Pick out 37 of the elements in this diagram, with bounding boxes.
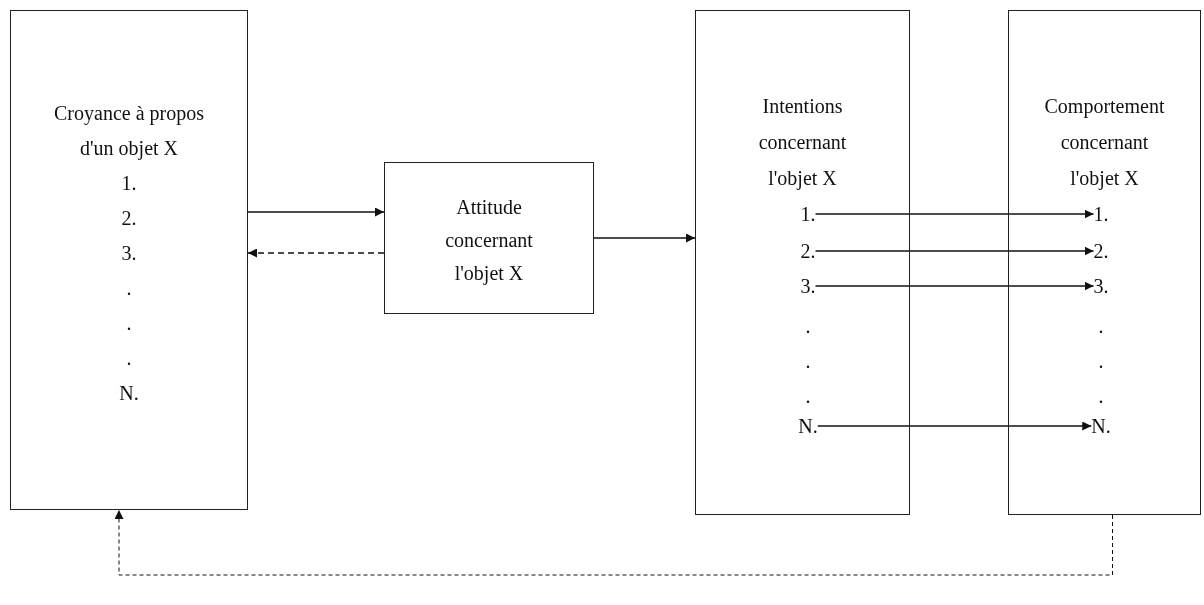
list-item: 2. — [800, 236, 816, 266]
box-title: Croyance à propos d'un objet X — [53, 101, 205, 162]
list-item: 2. — [1093, 236, 1109, 266]
list-item: 3. — [1093, 271, 1109, 301]
list-item: 1. — [800, 199, 816, 229]
box-title: Attitude concernant l'objet X — [444, 195, 534, 287]
arrow — [593, 233, 696, 243]
list-item: . — [805, 311, 811, 341]
list-item: N. — [1091, 411, 1111, 441]
arrow — [114, 509, 1113, 576]
list-item: . — [805, 346, 811, 376]
concept-box — [1008, 10, 1201, 515]
concept-box — [10, 10, 248, 510]
list-item: 3. — [800, 271, 816, 301]
concept-box — [384, 162, 594, 314]
list-item: 2. — [121, 206, 137, 231]
list-item: . — [1098, 311, 1104, 341]
list-item: . — [126, 276, 132, 301]
list-item: . — [805, 381, 811, 411]
list-item: 1. — [1093, 199, 1109, 229]
arrow — [814, 246, 1095, 256]
box-title: Comportement concernant l'objet X — [1043, 94, 1166, 192]
box-title: Intentions concernant l'objet X — [757, 94, 848, 192]
arrow — [247, 207, 385, 217]
list-item: 3. — [121, 241, 137, 266]
arrow — [814, 209, 1095, 219]
arrow — [814, 281, 1095, 291]
list-item: . — [1098, 381, 1104, 411]
list-item: N. — [798, 411, 818, 441]
list-item: 1. — [121, 171, 137, 196]
arrow — [816, 421, 1093, 431]
concept-box — [695, 10, 910, 515]
list-item: . — [126, 346, 132, 371]
list-item: N. — [119, 381, 139, 406]
list-item: . — [1098, 346, 1104, 376]
list-item: . — [126, 311, 132, 336]
arrow — [247, 248, 385, 258]
